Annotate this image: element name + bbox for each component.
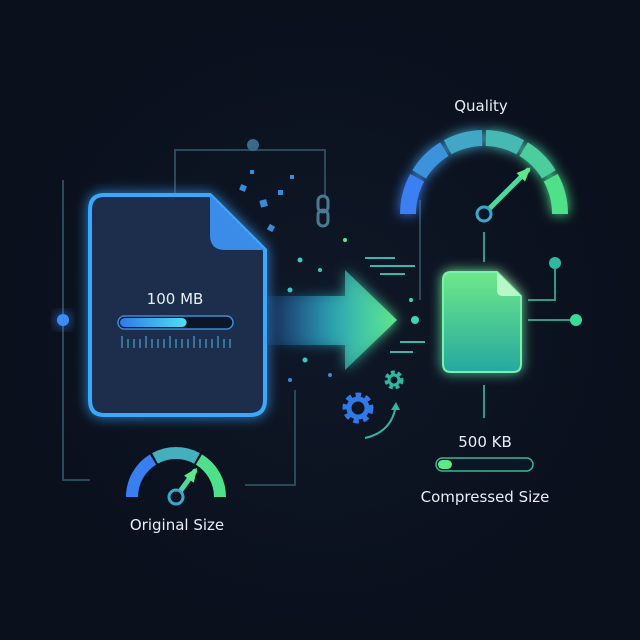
quality-gauge-icon <box>400 130 568 214</box>
compressed-size-label: 500 KB <box>458 433 512 451</box>
original-gauge-needle <box>167 467 198 506</box>
needle-shaft <box>481 167 531 217</box>
gauge-segment <box>195 454 226 497</box>
needle-tip <box>184 467 198 483</box>
compressed-progress-fill <box>438 460 452 469</box>
arrow-right-icon <box>265 270 397 370</box>
gear-icon <box>384 370 404 390</box>
gauge-segment <box>485 130 525 155</box>
original-gauge-icon <box>126 446 226 497</box>
original-progress-fill <box>120 318 187 327</box>
link-icon <box>316 194 330 228</box>
connector-lines <box>62 149 576 486</box>
particles <box>239 170 419 382</box>
quality-label: Quality <box>454 97 508 115</box>
gauge-segment <box>126 454 157 497</box>
original-size-label: 100 MB <box>147 290 204 308</box>
needle-hub <box>475 205 493 223</box>
node-dot <box>247 139 259 151</box>
speed-lines <box>365 257 425 353</box>
original-file-icon <box>88 193 267 417</box>
gauge-segment <box>152 446 200 464</box>
cycle-arrowhead-icon <box>391 402 400 410</box>
needle-hub <box>167 488 185 506</box>
gauge-segment <box>443 130 483 155</box>
gear-icon <box>342 392 374 424</box>
node-dot <box>57 314 69 326</box>
node-dot <box>549 257 561 269</box>
compressed-progress-track <box>435 457 534 472</box>
quality-gauge-needle <box>475 167 531 223</box>
gauge-segment <box>543 173 568 214</box>
gauge-segment <box>519 142 556 179</box>
needle-tip <box>516 167 531 182</box>
original-caption: Original Size <box>130 516 224 534</box>
compressed-caption: Compressed Size <box>421 488 550 506</box>
gauge-segment <box>412 142 449 179</box>
ruler-ticks <box>121 336 231 348</box>
node-dot <box>570 314 582 326</box>
compressed-file-icon <box>442 271 522 373</box>
gauge-segment <box>400 173 425 214</box>
